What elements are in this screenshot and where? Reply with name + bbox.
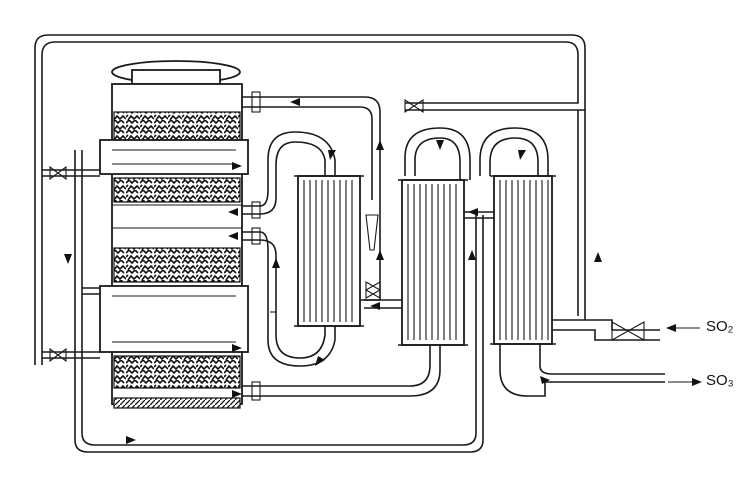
so2-inlet-pipe (552, 110, 660, 341)
grid-support-base (113, 397, 241, 409)
so3-outlet-elbow (499, 344, 665, 397)
internal-exchanger-lower (99, 285, 249, 353)
heat-exchanger-3-tubes (499, 180, 549, 340)
heat-exchanger-1 (297, 175, 361, 327)
small-valve (364, 281, 382, 299)
top-bypass-pipe-inner (41, 41, 579, 365)
heat-exchanger-1-tubes (303, 180, 353, 322)
catalyst-bed-5 (113, 355, 241, 389)
u-pipe-exchanger-1 (259, 131, 336, 207)
heat-exchanger-2-tubes (407, 184, 457, 340)
converter-dome-base (131, 69, 221, 85)
top-bypass-pipe (34, 34, 586, 365)
so2-inlet-valve (611, 321, 645, 341)
venturi (365, 214, 379, 251)
left-valve-lower (49, 347, 67, 363)
heat-exchanger-3 (493, 175, 553, 345)
u-pipe-exchanger-2 (404, 127, 471, 180)
flow-arrows (64, 98, 702, 444)
heat-exchanger-2 (401, 179, 465, 346)
catalyst-bed-3 (113, 247, 241, 283)
bottom-return-pipe (74, 150, 484, 453)
bottom-return-pipe-inner (81, 150, 477, 446)
catalyst-bed-1 (113, 111, 241, 141)
so2-label: SO₂ (706, 318, 734, 335)
catalyst-bed-2 (113, 177, 241, 203)
internal-exchanger-upper (99, 139, 249, 175)
left-valve-upper (49, 165, 67, 181)
u-pipe-exchanger-1-bottom (259, 231, 336, 367)
top-valve (404, 98, 424, 114)
so3-label: SO₃ (706, 372, 734, 389)
